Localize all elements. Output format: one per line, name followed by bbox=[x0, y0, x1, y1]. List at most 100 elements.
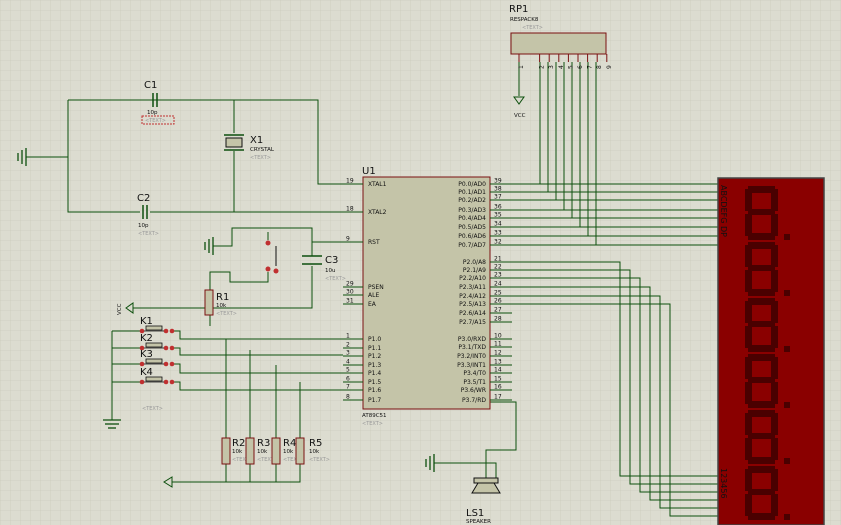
seven-segment-display[interactable]: ABCDEFG DP 123456 bbox=[717, 177, 825, 525]
key-terminal bbox=[139, 361, 145, 367]
crystal-x1[interactable]: X1 CRYSTAL <TEXT> bbox=[224, 134, 275, 161]
u1-pin-number: 32 bbox=[494, 239, 502, 246]
segment-d bbox=[748, 457, 775, 464]
u1-pin-name: P1.5 bbox=[368, 379, 381, 386]
reset-switch[interactable] bbox=[265, 240, 279, 274]
capacitor-c1[interactable]: C1 10p <TEXT> bbox=[120, 80, 175, 125]
segment-dp bbox=[784, 234, 790, 240]
key-k1[interactable]: K1 bbox=[139, 316, 175, 334]
resistor-r2[interactable]: R2 10k <TEXT> bbox=[221, 437, 253, 465]
u1-pin-number: 16 bbox=[494, 384, 502, 391]
c1-value: 10p bbox=[147, 110, 158, 116]
key-terminal bbox=[169, 345, 175, 351]
key-terminal bbox=[139, 379, 145, 385]
resistor-r3[interactable]: R3 10k <TEXT> bbox=[245, 437, 278, 465]
x1-placeholder: <TEXT> bbox=[250, 155, 271, 161]
speaker-body bbox=[473, 477, 499, 484]
c3-ref: C3 bbox=[325, 255, 338, 266]
r3-value: 10k bbox=[257, 449, 268, 455]
u1-pin-number: 35 bbox=[494, 212, 502, 219]
key-k3[interactable]: K3 bbox=[139, 349, 175, 367]
u1-pin-name: P1.0 bbox=[368, 336, 381, 343]
key-cap bbox=[145, 376, 163, 382]
u1-pin-name: RST bbox=[368, 239, 380, 246]
u1-pin-name: P2.4/A12 bbox=[459, 293, 486, 300]
segment-c bbox=[771, 214, 778, 236]
rp1-pin-label: 7 bbox=[587, 65, 594, 69]
r3-ref: R3 bbox=[257, 438, 270, 449]
ground-icon bbox=[204, 237, 214, 255]
segment-b bbox=[771, 469, 778, 491]
segment-e bbox=[745, 326, 752, 348]
u1-value: AT89C51 bbox=[362, 413, 387, 419]
u1-pin-number: 12 bbox=[494, 350, 502, 357]
u1-pin-number: 17 bbox=[494, 394, 502, 401]
u1-pin-number: 37 bbox=[494, 194, 502, 201]
display-digit-5 bbox=[745, 410, 790, 464]
u1-pin-number: 5 bbox=[346, 367, 350, 374]
key-k4[interactable]: K4 bbox=[139, 367, 175, 385]
switch-terminal bbox=[273, 268, 279, 274]
rp1-pin-label: 8 bbox=[596, 65, 603, 69]
capacitor-c2[interactable]: C2 10p <TEXT> bbox=[137, 193, 159, 237]
u1-pin-name: P2.1/A9 bbox=[463, 267, 486, 274]
segment-d bbox=[748, 513, 775, 520]
u1-pin-number: 23 bbox=[494, 272, 502, 279]
u1-pin-name: P1.2 bbox=[368, 353, 381, 360]
u1-pin-number: 2 bbox=[346, 342, 350, 349]
u1-pin-number: 24 bbox=[494, 281, 502, 288]
segment-a bbox=[748, 242, 775, 249]
rp1-pin-label: 1 bbox=[518, 65, 525, 69]
c2-placeholder: <TEXT> bbox=[138, 231, 159, 237]
segment-f bbox=[745, 469, 752, 491]
resistor-r4[interactable]: R4 10k <TEXT> bbox=[271, 437, 304, 465]
r1-body bbox=[204, 289, 214, 316]
segment-f bbox=[745, 413, 752, 435]
r4-ref: R4 bbox=[283, 438, 296, 449]
rp1-pin-label: 5 bbox=[567, 65, 574, 69]
x1-value: CRYSTAL bbox=[250, 147, 275, 153]
key-cap bbox=[145, 325, 163, 331]
u1-pin-number: 4 bbox=[346, 359, 350, 366]
vcc-arrow-icon bbox=[513, 96, 525, 105]
ls1-value: SPEAKER bbox=[466, 519, 491, 525]
segment-dp bbox=[784, 290, 790, 296]
u1-pin-name: P2.5/A13 bbox=[459, 301, 486, 308]
segment-dp bbox=[784, 514, 790, 520]
segment-g bbox=[748, 489, 775, 495]
ground-icon bbox=[17, 148, 27, 166]
rp1-pin-label: 4 bbox=[558, 65, 565, 69]
vcc-left-label: VCC bbox=[117, 303, 123, 315]
u1-pin-name: P2.6/A14 bbox=[459, 310, 486, 317]
resistor-r5[interactable]: R5 10k <TEXT> bbox=[295, 437, 330, 465]
u1-pin-name: P1.1 bbox=[368, 345, 381, 352]
vcc-left: VCC bbox=[117, 302, 134, 315]
segment-a bbox=[748, 410, 775, 417]
c3-value: 10u bbox=[325, 268, 335, 274]
u1-pin-name: EA bbox=[368, 301, 377, 308]
speaker-ls1[interactable]: LS1 SPEAKER bbox=[466, 477, 501, 525]
rp1-body bbox=[510, 32, 607, 55]
capacitor-c3[interactable]: C3 10u <TEXT> bbox=[302, 255, 346, 282]
c1-placeholder: <TEXT> bbox=[145, 118, 166, 124]
key-k2[interactable]: K2 bbox=[139, 333, 175, 351]
u1-pin-number: 38 bbox=[494, 186, 502, 193]
segment-b bbox=[771, 189, 778, 211]
key-label: K3 bbox=[140, 349, 153, 360]
segment-e bbox=[745, 382, 752, 404]
u1-pin-number: 26 bbox=[494, 298, 502, 305]
u1-pin-name: P1.6 bbox=[368, 387, 381, 394]
u1-pin-number: 22 bbox=[494, 264, 502, 271]
segment-d bbox=[748, 345, 775, 352]
resistor-r1[interactable]: R1 10k <TEXT> bbox=[204, 289, 237, 317]
segment-f bbox=[745, 189, 752, 211]
crystal-body bbox=[225, 137, 243, 148]
u1-pin-name: P2.7/A15 bbox=[459, 319, 486, 326]
u1-pin-name: ALE bbox=[368, 292, 379, 299]
key-cap bbox=[145, 342, 163, 348]
u1-pin-name: XTAL1 bbox=[368, 181, 387, 188]
